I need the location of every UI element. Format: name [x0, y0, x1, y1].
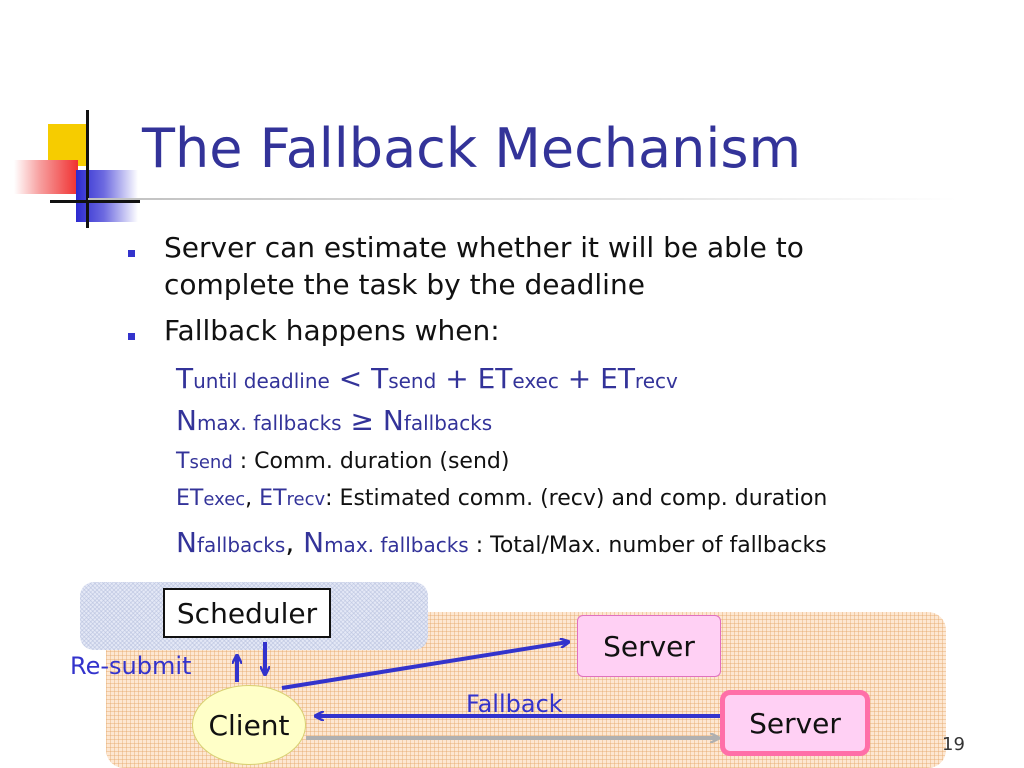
op-plus: +: [436, 362, 478, 395]
formula-fallback-count-condition: Nmax. fallbacks ≥ Nfallbacks: [176, 404, 492, 437]
sub-recv: recv: [634, 369, 678, 393]
bullet-1-line-1: Server can estimate whether it will be a…: [164, 231, 804, 264]
sym-et: ET: [176, 486, 204, 511]
definition-text: : Comm. duration (send): [232, 449, 510, 474]
sym-et: ET: [259, 486, 287, 511]
sym-n: N: [382, 404, 404, 437]
bullet-marker: [128, 250, 135, 257]
server-box-bottom: Server: [720, 690, 870, 756]
logo-horizontal-line: [50, 200, 140, 203]
definition-et: ETexec, ETrecv: Estimated comm. (recv) a…: [176, 486, 827, 511]
client-ellipse: Client: [192, 685, 306, 765]
formula-deadline-condition: Tuntil deadline < Tsend + ETexec + ETrec…: [176, 362, 678, 395]
definition-n: Nfallbacks, Nmax. fallbacks : Total/Max.…: [176, 526, 827, 559]
sym-n: N: [176, 404, 197, 437]
sym-t: T: [371, 362, 389, 395]
definition-text: : Total/Max. number of fallbacks: [468, 533, 827, 558]
bullet-2-line-1: Fallback happens when:: [164, 314, 500, 347]
bullet-1-line-2: complete the task by the deadline: [164, 268, 645, 301]
resubmit-label: Re-submit: [70, 652, 192, 680]
server-box-top: Server: [577, 615, 721, 677]
sub-exec: exec: [512, 369, 559, 393]
sym-n: N: [303, 526, 325, 559]
op-geq: ≥: [341, 404, 383, 437]
separator: ,: [245, 486, 260, 511]
sub-send: send: [189, 452, 233, 473]
scheduler-box: Scheduler: [163, 588, 331, 638]
bullet-marker: [128, 333, 135, 340]
sym-t: T: [176, 362, 194, 395]
slide-title: The Fallback Mechanism: [142, 117, 802, 180]
op-plus: +: [558, 362, 601, 395]
sym-t: T: [176, 449, 190, 474]
arrow-client-to-server: [281, 642, 568, 690]
sub-exec: exec: [203, 489, 246, 510]
separator: ,: [285, 526, 304, 559]
sub-fallbacks: fallbacks: [403, 411, 493, 435]
sub-recv: recv: [286, 489, 326, 510]
sub-until-deadline: until deadline: [193, 369, 330, 393]
logo-red-square: [14, 160, 78, 194]
sym-n: N: [176, 526, 197, 559]
sub-send: send: [388, 369, 437, 393]
sub-max-fallbacks: max. fallbacks: [196, 411, 342, 435]
title-divider: [88, 198, 958, 200]
definition-text: : Estimated comm. (recv) and comp. durat…: [325, 486, 828, 511]
page-number: 19: [942, 734, 965, 755]
sym-et: ET: [600, 362, 635, 395]
logo-yellow-square: [48, 124, 86, 166]
op-less-than: <: [329, 362, 372, 395]
fallback-label: Fallback: [466, 690, 563, 718]
logo-vertical-line: [86, 110, 89, 228]
definition-tsend: Tsend : Comm. duration (send): [176, 449, 509, 474]
sym-et: ET: [477, 362, 513, 395]
sub-fallbacks: fallbacks: [196, 533, 286, 557]
sub-max-fallbacks: max. fallbacks: [324, 533, 469, 557]
